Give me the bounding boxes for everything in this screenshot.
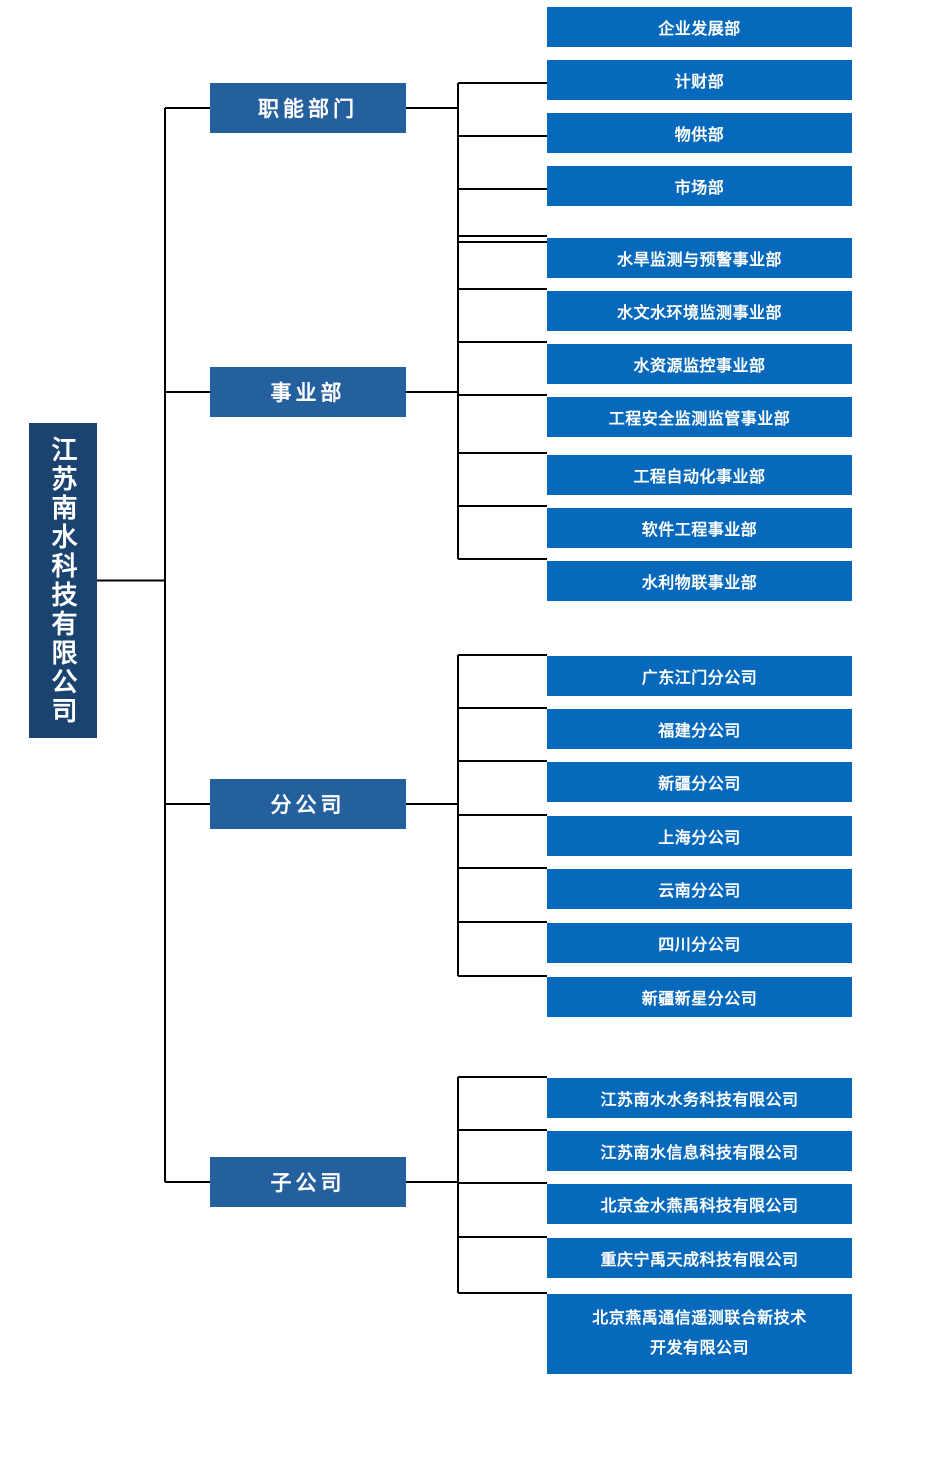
leaf-label: 新疆新星分公司: [641, 991, 758, 1008]
leaf-label: 水文水环境监测事业部: [616, 305, 782, 322]
leaf-node-business-divisions-7[interactable]: 水利物联事业部: [547, 561, 852, 601]
leaf-node-subsidiaries-4[interactable]: 重庆宁禹天成科技有限公司: [547, 1238, 852, 1278]
category-node-business-divisions[interactable]: 事业部: [210, 367, 406, 417]
leaf-node-business-divisions-2[interactable]: 水文水环境监测事业部: [547, 291, 852, 331]
leaf-label: 市场部: [674, 180, 725, 197]
leaf-label: 上海分公司: [658, 830, 741, 847]
leaf-node-functional-departments-2[interactable]: 计财部: [547, 60, 852, 100]
leaf-node-functional-departments-1[interactable]: 企业发展部: [547, 7, 852, 47]
leaf-label: 企业发展部: [658, 21, 741, 38]
leaf-label: 水利物联事业部: [641, 575, 758, 592]
leaf-label: 北京金水燕禹科技有限公司: [600, 1198, 799, 1215]
category-label: 职能部门: [258, 98, 358, 121]
leaf-node-branch-companies-4[interactable]: 上海分公司: [547, 816, 852, 856]
leaf-label: 四川分公司: [658, 937, 741, 954]
leaf-node-subsidiaries-1[interactable]: 江苏南水水务科技有限公司: [547, 1078, 852, 1118]
leaf-label: 工程安全监测监管事业部: [608, 411, 791, 428]
leaf-label: 水旱监测与预警事业部: [616, 252, 782, 269]
leaf-node-business-divisions-5[interactable]: 工程自动化事业部: [547, 455, 852, 495]
leaf-label: 云南分公司: [658, 883, 741, 900]
category-node-subsidiaries[interactable]: 子公司: [210, 1157, 406, 1207]
leaf-label: 物供部: [674, 127, 725, 144]
leaf-node-branch-companies-3[interactable]: 新疆分公司: [547, 762, 852, 802]
leaf-node-subsidiaries-5[interactable]: 北京燕禹通信遥测联合新技术 开发有限公司: [547, 1294, 852, 1374]
leaf-label: 新疆分公司: [658, 776, 741, 793]
leaf-node-branch-companies-7[interactable]: 新疆新星分公司: [547, 977, 852, 1017]
leaf-label: 江苏南水信息科技有限公司: [600, 1145, 799, 1162]
leaf-label: 江苏南水水务科技有限公司: [600, 1092, 799, 1109]
leaf-node-functional-departments-3[interactable]: 物供部: [547, 113, 852, 153]
leaf-label: 重庆宁禹天成科技有限公司: [600, 1252, 799, 1269]
category-label: 事业部: [270, 382, 346, 405]
leaf-node-branch-companies-5[interactable]: 云南分公司: [547, 869, 852, 909]
leaf-label: 福建分公司: [658, 723, 741, 740]
leaf-label: 广东江门分公司: [641, 670, 758, 687]
category-node-branch-companies[interactable]: 分公司: [210, 779, 406, 829]
leaf-node-business-divisions-1[interactable]: 水旱监测与预警事业部: [547, 238, 852, 278]
leaf-node-business-divisions-3[interactable]: 水资源监控事业部: [547, 344, 852, 384]
leaf-label: 计财部: [674, 74, 725, 91]
leaf-node-subsidiaries-3[interactable]: 北京金水燕禹科技有限公司: [547, 1184, 852, 1224]
leaf-node-subsidiaries-2[interactable]: 江苏南水信息科技有限公司: [547, 1131, 852, 1171]
root-node-company[interactable]: 江苏南水科技有限公司: [29, 423, 97, 738]
leaf-label: 水资源监控事业部: [633, 358, 766, 375]
leaf-label: 工程自动化事业部: [633, 469, 766, 486]
category-label: 分公司: [270, 794, 346, 817]
category-node-functional-departments[interactable]: 职能部门: [210, 83, 406, 133]
leaf-node-branch-companies-6[interactable]: 四川分公司: [547, 923, 852, 963]
leaf-label: 软件工程事业部: [641, 522, 758, 539]
category-label: 子公司: [270, 1172, 346, 1195]
leaf-label: 北京燕禹通信遥测联合新技术 开发有限公司: [592, 1309, 807, 1357]
leaf-node-branch-companies-2[interactable]: 福建分公司: [547, 709, 852, 749]
leaf-node-business-divisions-6[interactable]: 软件工程事业部: [547, 508, 852, 548]
leaf-node-branch-companies-1[interactable]: 广东江门分公司: [547, 656, 852, 696]
leaf-node-business-divisions-4[interactable]: 工程安全监测监管事业部: [547, 397, 852, 437]
leaf-node-functional-departments-4[interactable]: 市场部: [547, 166, 852, 206]
